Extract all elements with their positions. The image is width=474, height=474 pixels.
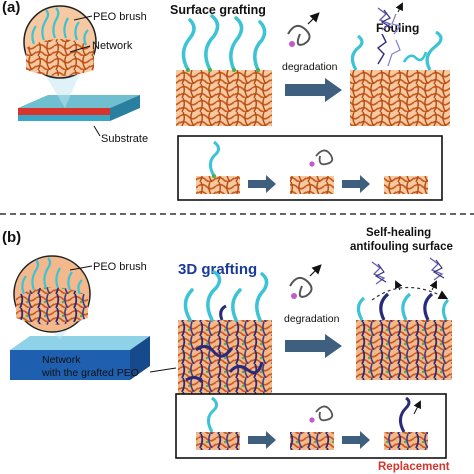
panel-b-healed-network-block xyxy=(356,320,452,380)
panel-b-letter: (b) xyxy=(2,229,21,246)
self-healing-label-line2: antifouling surface xyxy=(350,241,453,253)
panel-a-degradation-label: degradation xyxy=(282,61,338,73)
inset-a-arrow-1 xyxy=(248,175,276,193)
substrate-label: Substrate xyxy=(101,133,148,145)
network-label-b-line1: Network xyxy=(42,354,81,366)
peo-brush-label-a: PEO brush xyxy=(93,11,147,23)
panel-a-substrate-slab xyxy=(18,95,140,121)
replacement-label: Replacement xyxy=(378,461,450,473)
panel-a-network-block xyxy=(176,70,272,126)
fouling-label: Fouling xyxy=(376,21,419,35)
network-leader-b xyxy=(149,367,177,373)
panel-b-peo-brushes xyxy=(183,270,269,322)
peo-brush-label-b: PEO brush xyxy=(93,261,147,273)
inset-b-block-1 xyxy=(196,432,240,450)
inset-b-brush xyxy=(207,396,219,433)
panel-a-main-arrow xyxy=(285,78,342,102)
inset-a-block-1 xyxy=(196,176,240,194)
panel-a-letter: (a) xyxy=(2,0,20,16)
peo-brush-leader-b xyxy=(69,265,93,271)
panel-b-substrate-slab xyxy=(10,336,150,380)
substrate-leader xyxy=(93,125,101,137)
panel-b-degraded-chain xyxy=(289,264,322,299)
panel-a-peo-brushes xyxy=(181,14,267,72)
panel-a-fouled-brushes xyxy=(350,30,443,71)
network-label-b-line2: with the grafted PEO xyxy=(41,367,139,379)
inset-b-replacement-arrow xyxy=(413,400,421,415)
inset-b-arrow-2 xyxy=(342,431,370,449)
panel-b-embedded-peo xyxy=(185,304,264,383)
inset-b-arrow-1 xyxy=(248,431,276,449)
inset-b-block-3 xyxy=(384,432,428,450)
network-leader-a xyxy=(69,45,91,53)
inset-a-block-3 xyxy=(384,176,428,194)
inset-a-block-2 xyxy=(290,176,334,194)
inset-a-arrow-2 xyxy=(342,175,370,193)
self-healing-dashed-arrow xyxy=(371,286,449,301)
foulant-cluster-b-right xyxy=(429,257,445,281)
surface-grafting-title: Surface grafting xyxy=(170,3,266,17)
inset-a-brush xyxy=(209,140,221,177)
panel-a-anchor-points xyxy=(186,68,260,72)
panel-b-degradation-label: degradation xyxy=(284,313,340,325)
panel-b-healed-brushes xyxy=(356,280,450,321)
foulant-cluster-b-left xyxy=(371,261,387,285)
panel-b-network-block xyxy=(178,320,272,394)
panel-a-magnifier-brushes xyxy=(31,7,89,46)
network-label-a: Network xyxy=(92,40,133,52)
panel-b-magnifier-brushes xyxy=(21,257,83,295)
self-healing-label-line1: Self-healing xyxy=(366,227,431,239)
foulant-cluster-a xyxy=(377,2,403,35)
inset-a-degraded-chain xyxy=(309,149,334,167)
inset-b-replacement-chain xyxy=(399,396,411,433)
panel-b: (b) PEO brush Network with the grafted P… xyxy=(2,227,453,473)
panel-a-degraded-chain xyxy=(287,12,320,47)
peo-brush-leader-a xyxy=(73,15,93,21)
panel-b-main-arrow xyxy=(285,334,342,358)
inset-b-degraded-chain xyxy=(309,405,334,423)
inset-b-block-2 xyxy=(290,432,334,450)
panel-a-fouled-network-block xyxy=(350,70,450,126)
inset-a-anchor xyxy=(212,174,216,178)
panel-b-magnifier-network xyxy=(16,287,88,325)
panel-a-magnifier-network xyxy=(26,39,94,76)
3d-grafting-title: 3D grafting xyxy=(178,261,257,278)
panel-a: (a) PEO brush Network Substrate Surface xyxy=(2,0,450,201)
